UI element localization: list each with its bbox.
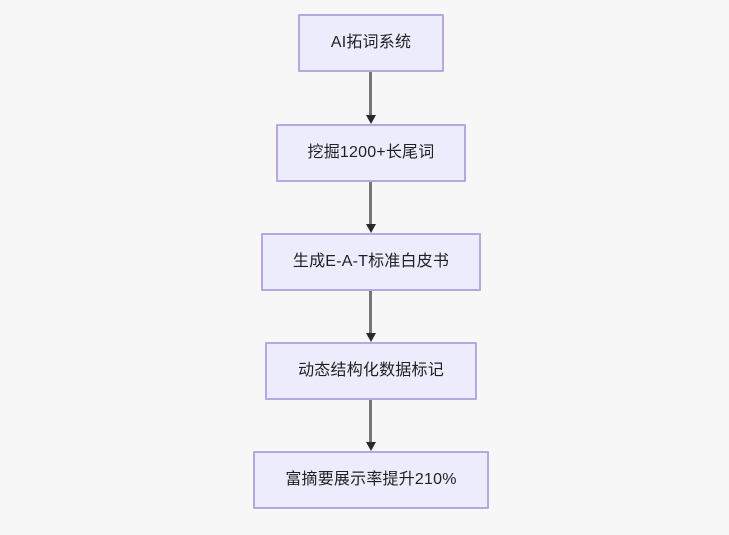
edge-line	[369, 291, 372, 334]
edge-line	[369, 400, 372, 443]
flowchart-edge-2-to-3	[366, 182, 376, 233]
arrowhead-down-icon	[366, 442, 376, 451]
flowchart-node-3[interactable]: 生成E-A-T标准白皮书	[261, 233, 481, 291]
flowchart-node-5[interactable]: 富摘要展示率提升210%	[253, 451, 489, 509]
flowchart-edge-4-to-5	[366, 400, 376, 451]
flowchart-node-4-label: 动态结构化数据标记	[298, 362, 444, 380]
flowchart-node-2-label: 挖掘1200+长尾词	[307, 144, 435, 162]
flowchart-node-3-label: 生成E-A-T标准白皮书	[292, 253, 450, 271]
flowchart-edge-1-to-2	[366, 72, 376, 124]
flowchart-node-4[interactable]: 动态结构化数据标记	[265, 342, 477, 400]
flowchart-edge-3-to-4	[366, 291, 376, 342]
flowchart-node-1-label: AI拓词系统	[330, 34, 412, 52]
arrowhead-down-icon	[366, 333, 376, 342]
edge-line	[369, 72, 372, 116]
flowchart-node-5-label: 富摘要展示率提升210%	[285, 471, 457, 489]
flowchart-node-2[interactable]: 挖掘1200+长尾词	[276, 124, 466, 182]
edge-line	[369, 182, 372, 225]
arrowhead-down-icon	[366, 224, 376, 233]
flowchart-node-1[interactable]: AI拓词系统	[298, 14, 444, 72]
arrowhead-down-icon	[366, 115, 376, 124]
